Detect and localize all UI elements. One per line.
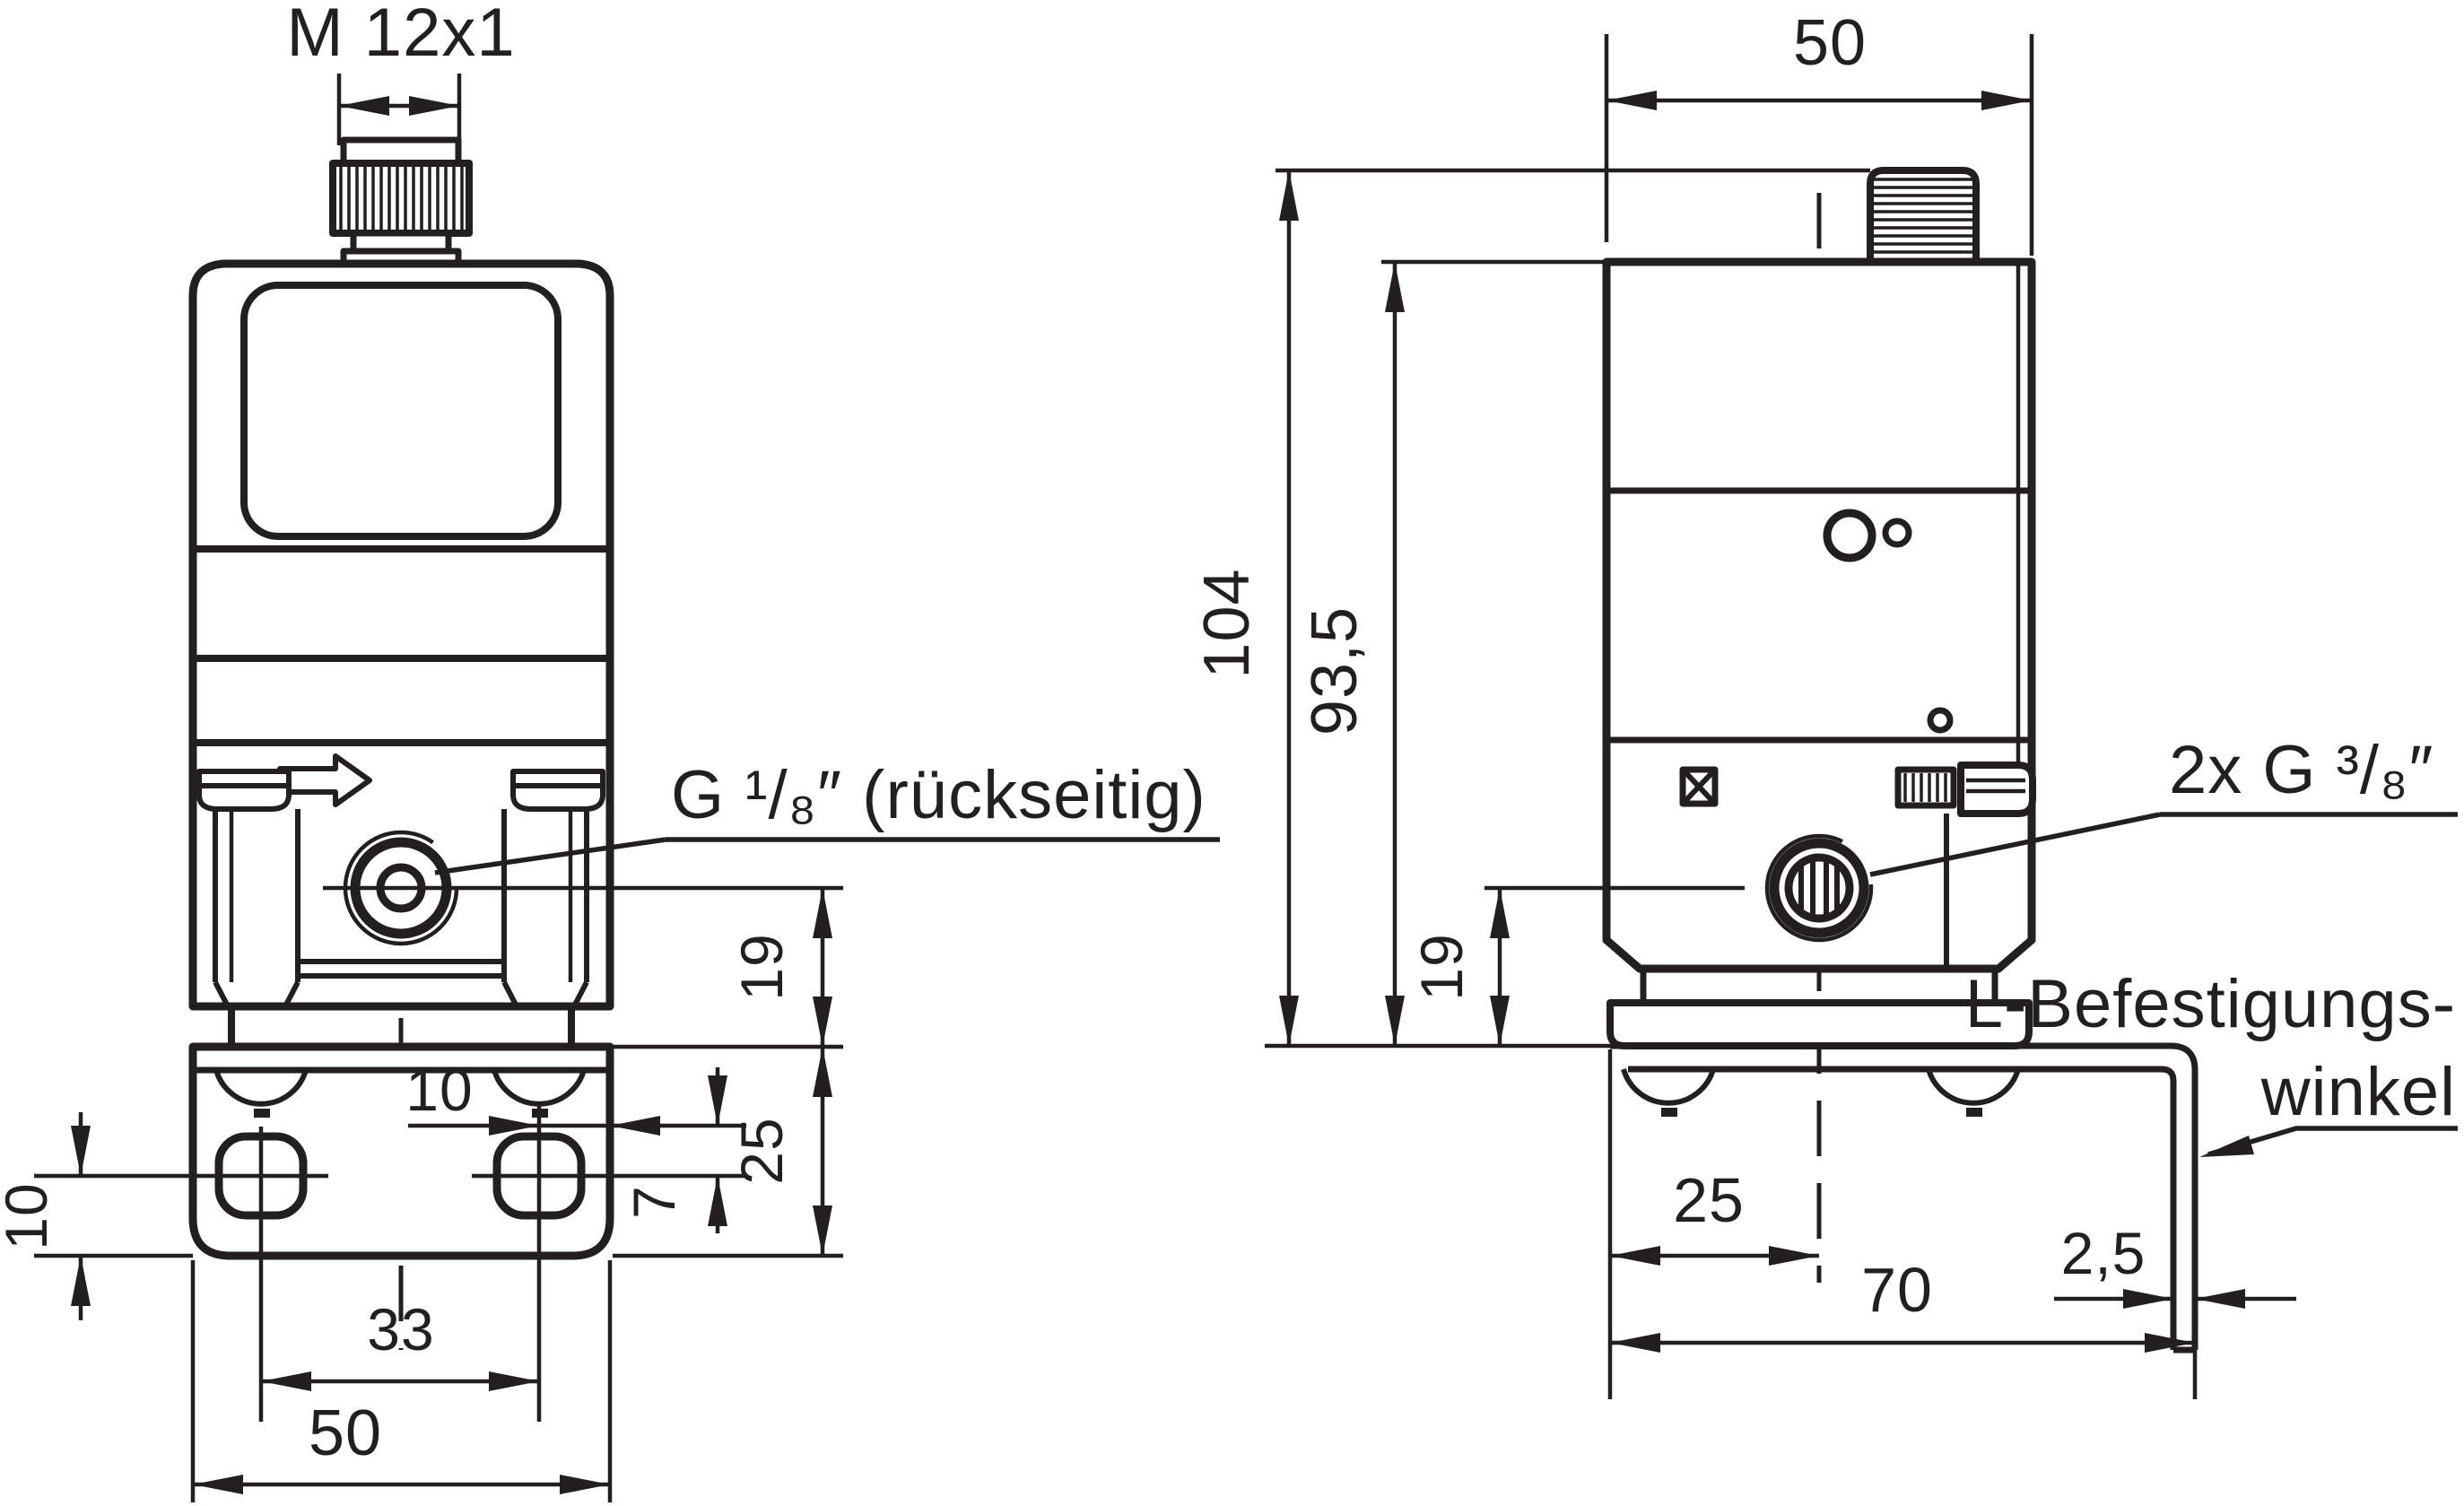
svg-text:2,5: 2,5 <box>2061 1220 2146 1286</box>
side-port <box>1764 833 1874 943</box>
svg-text:33: 33 <box>367 1296 434 1362</box>
front-dim-thread: M 12x1 <box>286 0 515 145</box>
bracket-label-line1: L-Befestigungs- <box>1965 966 2456 1042</box>
front-dim-hole-to-bottom: 10 <box>0 1112 193 1320</box>
svg-text:70: 70 <box>1861 1255 1933 1325</box>
bracket-label-line2: winkel <box>2260 1054 2456 1130</box>
left-clamp-channel <box>213 809 300 1008</box>
side-m12-connector <box>1867 167 1980 266</box>
front-dim-hole-offset: 7 <box>621 1067 746 1233</box>
side-dim-width: 50 <box>1604 7 2034 256</box>
side-dim-heights: 104 93,5 19 <box>1191 168 1870 1049</box>
bracket-callout: L-Befestigungs- winkel <box>1965 966 2458 1157</box>
svg-text:7: 7 <box>621 1185 687 1219</box>
front-view: M 12x1 <box>0 0 1220 1502</box>
side-port-section <box>1679 762 2036 965</box>
knurl-hatch <box>339 167 464 230</box>
front-base-plate <box>34 1042 746 1422</box>
svg-text:50: 50 <box>1793 7 1867 79</box>
m12-connector <box>329 136 473 267</box>
svg-text:10: 10 <box>0 1182 59 1249</box>
side-dim-bracket-length: 70 <box>1610 1255 2198 1399</box>
adjust-knob-circle <box>1823 509 1876 562</box>
front-dim-hole-spacing: 33 <box>261 1296 539 1391</box>
thread-label: M 12x1 <box>286 0 515 71</box>
side-dim-bracket-thickness: 2,5 <box>2054 1220 2296 1309</box>
left-clamp-tab <box>196 769 292 812</box>
indicator-circle <box>1882 518 1912 548</box>
svg-text:104: 104 <box>1191 568 1263 678</box>
side-dim-center-offset: 25 <box>1607 1049 1819 1399</box>
svg-text:25: 25 <box>1673 1165 1745 1235</box>
svg-text:93,5: 93,5 <box>1299 606 1371 736</box>
right-clamp-channel <box>501 809 589 1008</box>
indicator-circle-lower <box>1927 707 1954 734</box>
svg-text:19: 19 <box>1408 933 1475 1000</box>
front-dim-hole-to-edge: 10 <box>405 1057 682 1136</box>
rear-port-label: G ¹/₈″ (rückseitig) <box>671 757 1206 833</box>
l-bracket <box>1610 1042 2198 1354</box>
svg-text:25: 25 <box>728 1117 795 1184</box>
side-view: 50 <box>1191 7 2458 1399</box>
rear-port-callout: G ¹/₈″ (rückseitig) <box>434 757 1220 875</box>
svg-text:50: 50 <box>309 1397 382 1469</box>
display-window <box>240 282 562 540</box>
side-ports-label: 2x G ³/₈″ <box>2169 732 2434 808</box>
side-ports-callout: 2x G ³/₈″ <box>1869 732 2458 877</box>
svg-text:19: 19 <box>728 933 795 1000</box>
right-clamp-tab <box>510 769 605 812</box>
svg-text:10: 10 <box>405 1057 473 1123</box>
front-dim-width: 50 <box>190 1260 613 1502</box>
front-dim-port-and-base: 19 25 <box>323 885 843 1258</box>
